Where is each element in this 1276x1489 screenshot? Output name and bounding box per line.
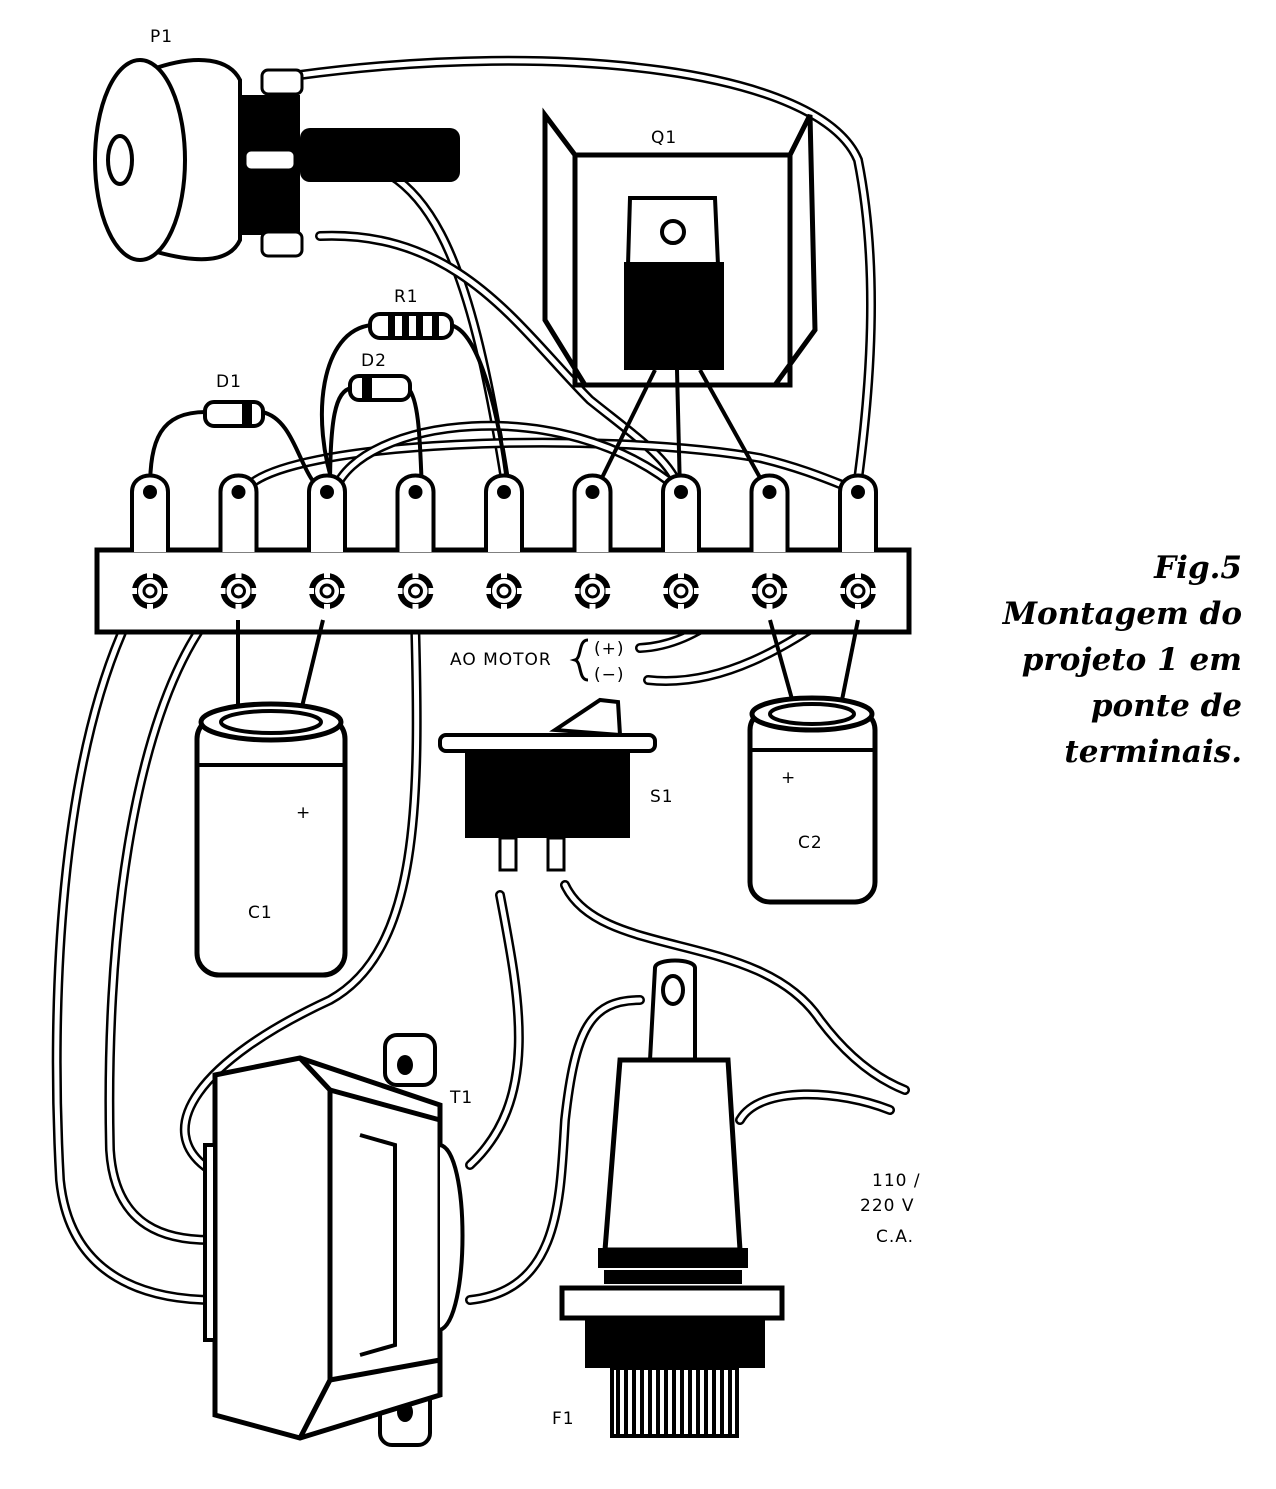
terminal-lug-hole [497, 485, 511, 499]
wire-c1-t1-left [51, 610, 220, 1305]
terminal-screw [219, 572, 258, 610]
capacitor-c1 [194, 619, 348, 978]
terminal-lug-hole [231, 485, 246, 499]
terminal-lug [838, 473, 878, 552]
terminal-lug-hole [762, 485, 777, 499]
terminal-lug [130, 473, 170, 552]
transformer-t1 [203, 1033, 465, 1447]
figure-number: Fig.5 [1154, 550, 1242, 586]
label-p1: P1 [150, 27, 173, 47]
label-c1: C1 [248, 903, 273, 923]
label-f1: F1 [552, 1409, 575, 1429]
wire-f1-mains [735, 1089, 895, 1125]
terminal-lug-hole [320, 485, 334, 499]
potentiometer-p1 [93, 58, 460, 262]
terminal-lug [218, 473, 259, 552]
terminal-lug [749, 473, 790, 552]
mains-line3: C.A. [876, 1227, 914, 1247]
terminal-lug [484, 473, 524, 552]
motor-minus-label: (−) [594, 665, 625, 685]
c1-plus-mark: + [296, 803, 311, 823]
transistor-q1 [542, 107, 818, 493]
terminal-lug [395, 473, 436, 552]
c2-plus-mark: + [781, 768, 796, 788]
label-r1: R1 [394, 287, 419, 307]
caption-line-4: terminais. [1064, 734, 1242, 770]
label-q1: Q1 [651, 128, 677, 148]
component-labels: P1 Q1 R1 D1 D2 C1 C2 S1 T1 F1 + + AO MOT… [150, 27, 921, 1429]
motor-label: AO MOTOR [450, 650, 552, 670]
terminal-screw [573, 572, 612, 610]
terminal-lug-hole [851, 485, 865, 499]
terminal-lug-hole [585, 485, 600, 499]
terminal-screw [485, 572, 523, 610]
capacitor-c2 [747, 619, 878, 905]
terminal-lug-hole [143, 485, 157, 499]
label-t1: T1 [449, 1088, 473, 1108]
mains-line1: 110 / [872, 1171, 921, 1191]
caption-line-2: projeto 1 em [1021, 642, 1242, 678]
wire-s1-t1 [465, 890, 524, 1170]
terminal-lug-hole [408, 485, 423, 499]
terminal-screw [131, 572, 169, 610]
terminal-screw [750, 572, 789, 610]
label-d1: D1 [216, 372, 242, 392]
terminal-strip [94, 473, 912, 635]
motor-plus-label: (+) [594, 639, 625, 659]
resistor-r1 [319, 312, 510, 491]
label-d2: D2 [361, 351, 387, 371]
terminal-lug [572, 473, 613, 552]
fuse-holder-f1 [559, 958, 785, 1438]
label-c2: C2 [798, 833, 823, 853]
switch-s1 [438, 697, 657, 872]
terminal-screw [396, 572, 435, 610]
terminal-screw [662, 572, 700, 610]
terminal-screw [839, 572, 877, 610]
wire-p1-top [295, 55, 877, 485]
terminal-lug [307, 473, 347, 552]
figure-caption: Fig.5 Montagem do projeto 1 em ponte de … [1003, 545, 1242, 775]
caption-line-3: ponte de [1090, 688, 1242, 724]
caption-line-1: Montagem do [1002, 596, 1242, 632]
motor-brace [569, 638, 589, 682]
label-s1: S1 [650, 787, 674, 807]
mains-line2: 220 V [860, 1196, 914, 1216]
terminal-lug [661, 473, 701, 552]
terminal-lug-hole [674, 485, 688, 499]
terminal-screw [308, 572, 346, 610]
